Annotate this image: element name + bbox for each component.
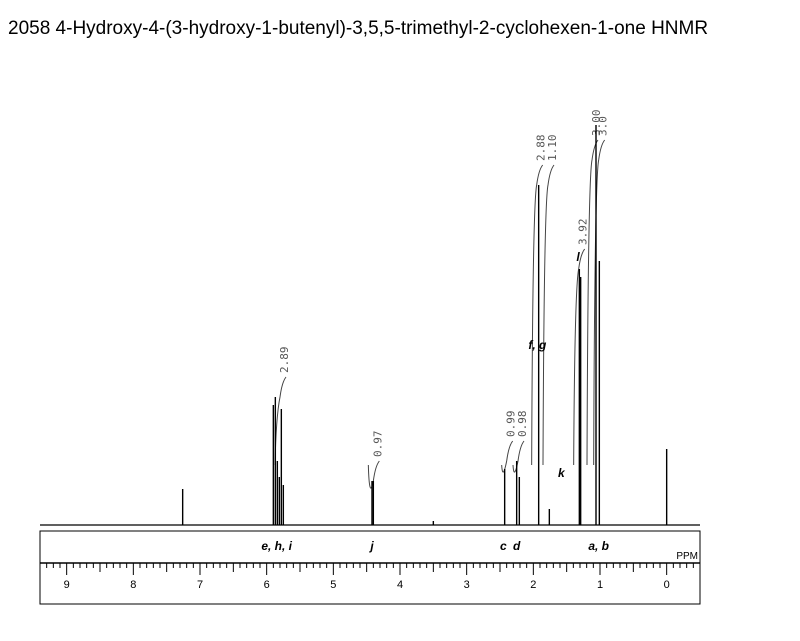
peak-label: j [368,539,374,553]
axis-tick-label: 5 [330,579,336,591]
integral-value: 0.97 [371,431,384,458]
integral-value: 0.98 [516,411,529,438]
axis-tick-label: 0 [664,579,670,591]
integral-value: 3.0 [597,116,610,136]
integral-value: 3.92 [577,219,590,246]
integral-value: 2.88 [535,135,548,162]
peak-label: a, b [588,539,609,553]
peak-label: e, h, i [261,539,292,553]
integral-value: 3.00 [590,110,603,137]
axis-unit-label: PPM [676,551,698,562]
integral-curve [531,164,544,466]
chart-title: 2058 4-Hydroxy-4-(3-hydroxy-1-butenyl)-3… [8,18,709,39]
integral-curve [274,376,287,466]
axis-tick-label: 2 [530,579,536,591]
peak-label: d [513,539,521,553]
axis-tick-label: 6 [264,579,270,591]
integral-value: 1.10 [546,135,559,162]
peak-label: c [500,539,507,553]
ppm-axis: PPM 9 8 7 6 5 4 3 2 1 0 [39,530,701,605]
axis-tick-label: 4 [397,579,403,591]
spectrum-peaks [181,125,668,525]
axis-tick-label: 7 [197,579,203,591]
integral-curve [593,139,606,466]
integral-curves: 2.89 0.97 0.990.98 2.881.10 3.92 3.003.0 [274,110,610,489]
integral-curve [586,139,599,466]
axis-tick-label: 3 [464,579,470,591]
integral-curve [542,164,555,466]
integral-curve [573,248,586,466]
integral-curve [512,440,525,473]
axis-tick-label: 9 [64,579,70,591]
peak-label: f, g [528,338,547,352]
peak-label: l [576,250,580,264]
integral-curve [501,440,514,473]
integral-value: 2.89 [278,347,291,374]
axis-tick-label: 1 [597,579,603,591]
axis-tick-label: 8 [130,579,136,591]
integral-value: 0.99 [505,411,518,438]
peak-label: k [558,466,566,480]
